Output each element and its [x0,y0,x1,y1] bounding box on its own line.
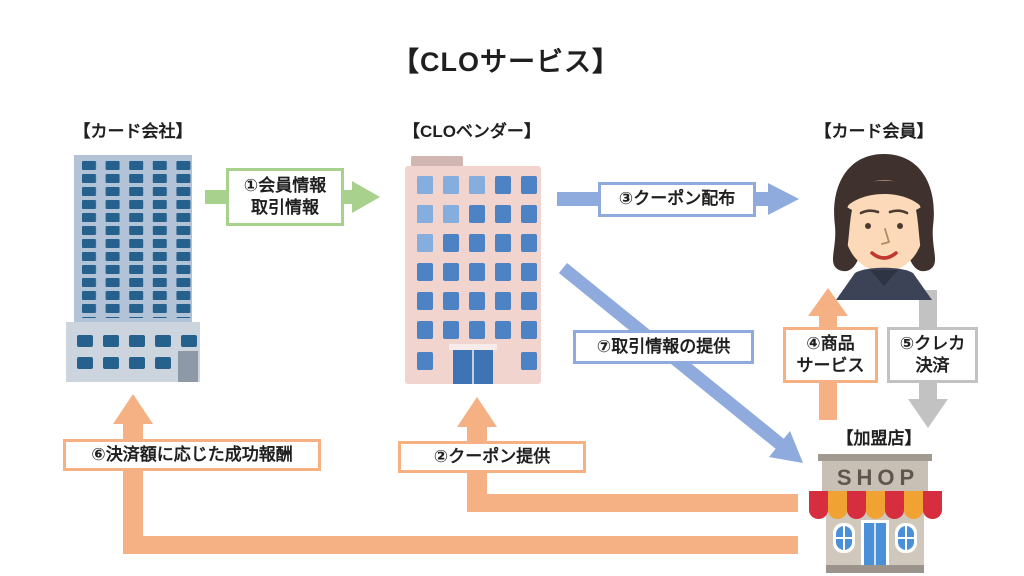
label-merchant: 【加盟店】 [836,429,922,448]
box-label-line: ⑦取引情報の提供 [596,336,731,356]
box-success-fee: ⑥決済額に応じた成功報酬 [63,439,321,471]
box-coupon-supply: ②クーポン提供 [398,441,586,473]
page-title: 【CLOサービス】 [392,47,620,77]
label-card-company: 【カード会社】 [73,122,193,141]
box-label-line: 取引情報 [251,198,319,217]
clo-vendor-building-icon [405,156,543,384]
label-card-member: 【カード会員】 [814,122,934,141]
box-label-line: ⑤クレカ [899,333,966,353]
box-label-line: ⑥決済額に応じた成功報酬 [91,444,293,464]
box-transaction-info: ⑦取引情報の提供 [573,330,754,364]
arrow-transaction-info [558,262,803,463]
box-credit-payment: ⑤クレカ 決済 [887,327,978,383]
box-label-line: ③クーポン配布 [618,189,736,209]
card-company-building-icon [66,155,200,382]
box-label-line: ②クーポン提供 [433,446,551,466]
arrow-success-fee [113,394,798,554]
label-clo-vendor: 【CLOベンダー】 [403,122,541,141]
box-member-info: ①会員情報 取引情報 [226,168,344,226]
box-goods-services: ④商品 サービス [783,327,878,383]
box-label-line: 決済 [915,356,950,375]
shop-icon: SHOP [809,454,942,573]
shop-sign-text: SHOP [837,465,919,490]
card-member-avatar-icon [832,154,936,300]
box-label-line: サービス [796,356,865,375]
box-label-line: ①会員情報 [243,175,327,195]
box-label-line: ④商品 [806,333,855,353]
box-coupon-distribution: ③クーポン配布 [598,182,756,217]
